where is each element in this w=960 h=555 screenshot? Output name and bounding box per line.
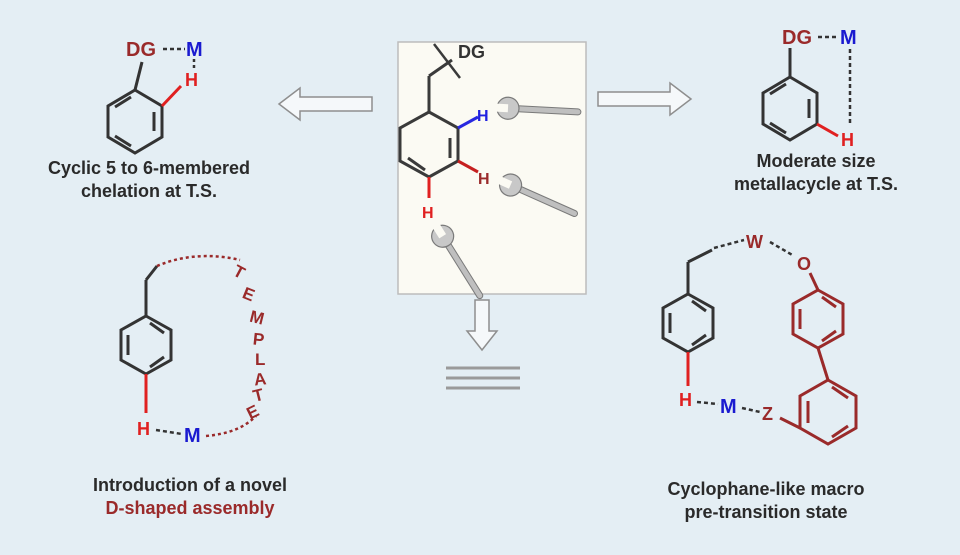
top-right-structure: DG M H	[761, 27, 857, 150]
bottom-left-m: M	[184, 425, 201, 447]
bottom-left-caption: Introduction of a novel D-shaped assembl…	[52, 474, 328, 520]
template-letter: L	[255, 350, 265, 369]
bottom-left-h: H	[137, 419, 150, 439]
hollow-arrow-down-icon	[465, 299, 499, 352]
template-letter: E	[240, 283, 258, 305]
center-panel-frame	[397, 41, 587, 295]
bottom-right-caption: Cyclophane-like macro pre-transition sta…	[628, 478, 904, 524]
bottom-right-caption-line1: Cyclophane-like macro	[667, 479, 865, 499]
bottom-right-o: O	[797, 254, 811, 274]
top-right-caption-line2: metallacycle at T.S.	[733, 174, 899, 194]
center-panel: DG H H H	[397, 41, 587, 305]
bottom-right-m: M	[720, 396, 737, 418]
top-right-dg: DG	[782, 27, 812, 49]
bottom-left-structure: H M T E M P L A T E	[119, 254, 267, 447]
center-dg-label: DG	[458, 42, 485, 62]
top-left-m: M	[186, 39, 203, 61]
top-left-caption: Cyclic 5 to 6-membered chelation at T.S.	[18, 157, 280, 203]
bottom-left-caption-line2: D-shaped assembly	[105, 498, 275, 518]
top-right-caption: Moderate size metallacycle at T.S.	[696, 150, 936, 196]
hollow-arrow-left-icon	[277, 86, 373, 122]
ortho-ch-bond	[457, 115, 479, 130]
center-h-ortho: H	[477, 108, 489, 125]
bottom-right-structure: W O H M Z	[661, 232, 858, 446]
template-tether	[156, 254, 241, 268]
bottom-right-w: W	[746, 232, 763, 252]
meta-ch-bond	[457, 159, 479, 174]
template-letter: M	[248, 307, 266, 329]
template-letter: A	[253, 369, 267, 389]
center-h-meta: H	[478, 171, 490, 188]
lower-aryl-ring	[798, 378, 858, 446]
cut-mark	[433, 43, 461, 79]
template-letter: T	[230, 261, 249, 283]
top-left-structure: DG M H	[106, 39, 203, 155]
bottom-right-z: Z	[762, 404, 773, 424]
bottom-left-caption-line1: Introduction of a novel	[93, 475, 287, 495]
bottom-right-h: H	[679, 390, 692, 410]
top-right-caption-line1: Moderate size	[756, 151, 876, 171]
top-left-caption-line1: Cyclic 5 to 6-membered	[47, 158, 251, 178]
top-right-h: H	[841, 130, 854, 150]
top-right-m: M	[840, 27, 857, 49]
top-right-benzene-ring	[761, 75, 819, 142]
template-letter: P	[252, 329, 265, 349]
triple-line-icon	[446, 366, 520, 390]
top-left-dg: DG	[126, 39, 156, 61]
bottom-right-caption-line2: pre-transition state	[684, 502, 848, 522]
top-left-caption-line2: chelation at T.S.	[80, 181, 218, 201]
center-h-para: H	[422, 205, 434, 222]
template-letters: T E M P L A T E	[230, 261, 267, 423]
top-left-h: H	[185, 70, 198, 90]
hollow-arrow-right-icon	[597, 81, 693, 117]
